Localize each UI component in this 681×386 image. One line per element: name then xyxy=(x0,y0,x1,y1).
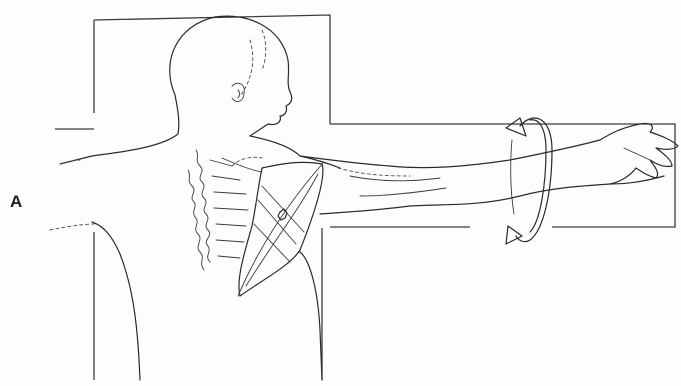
scapula xyxy=(238,162,324,296)
rotation-arrow-icon xyxy=(506,118,552,244)
hand xyxy=(610,123,678,184)
arm xyxy=(300,124,664,214)
panel-label: A xyxy=(10,192,22,212)
spine xyxy=(188,150,262,270)
support-frame xyxy=(55,15,675,380)
head xyxy=(170,16,292,136)
